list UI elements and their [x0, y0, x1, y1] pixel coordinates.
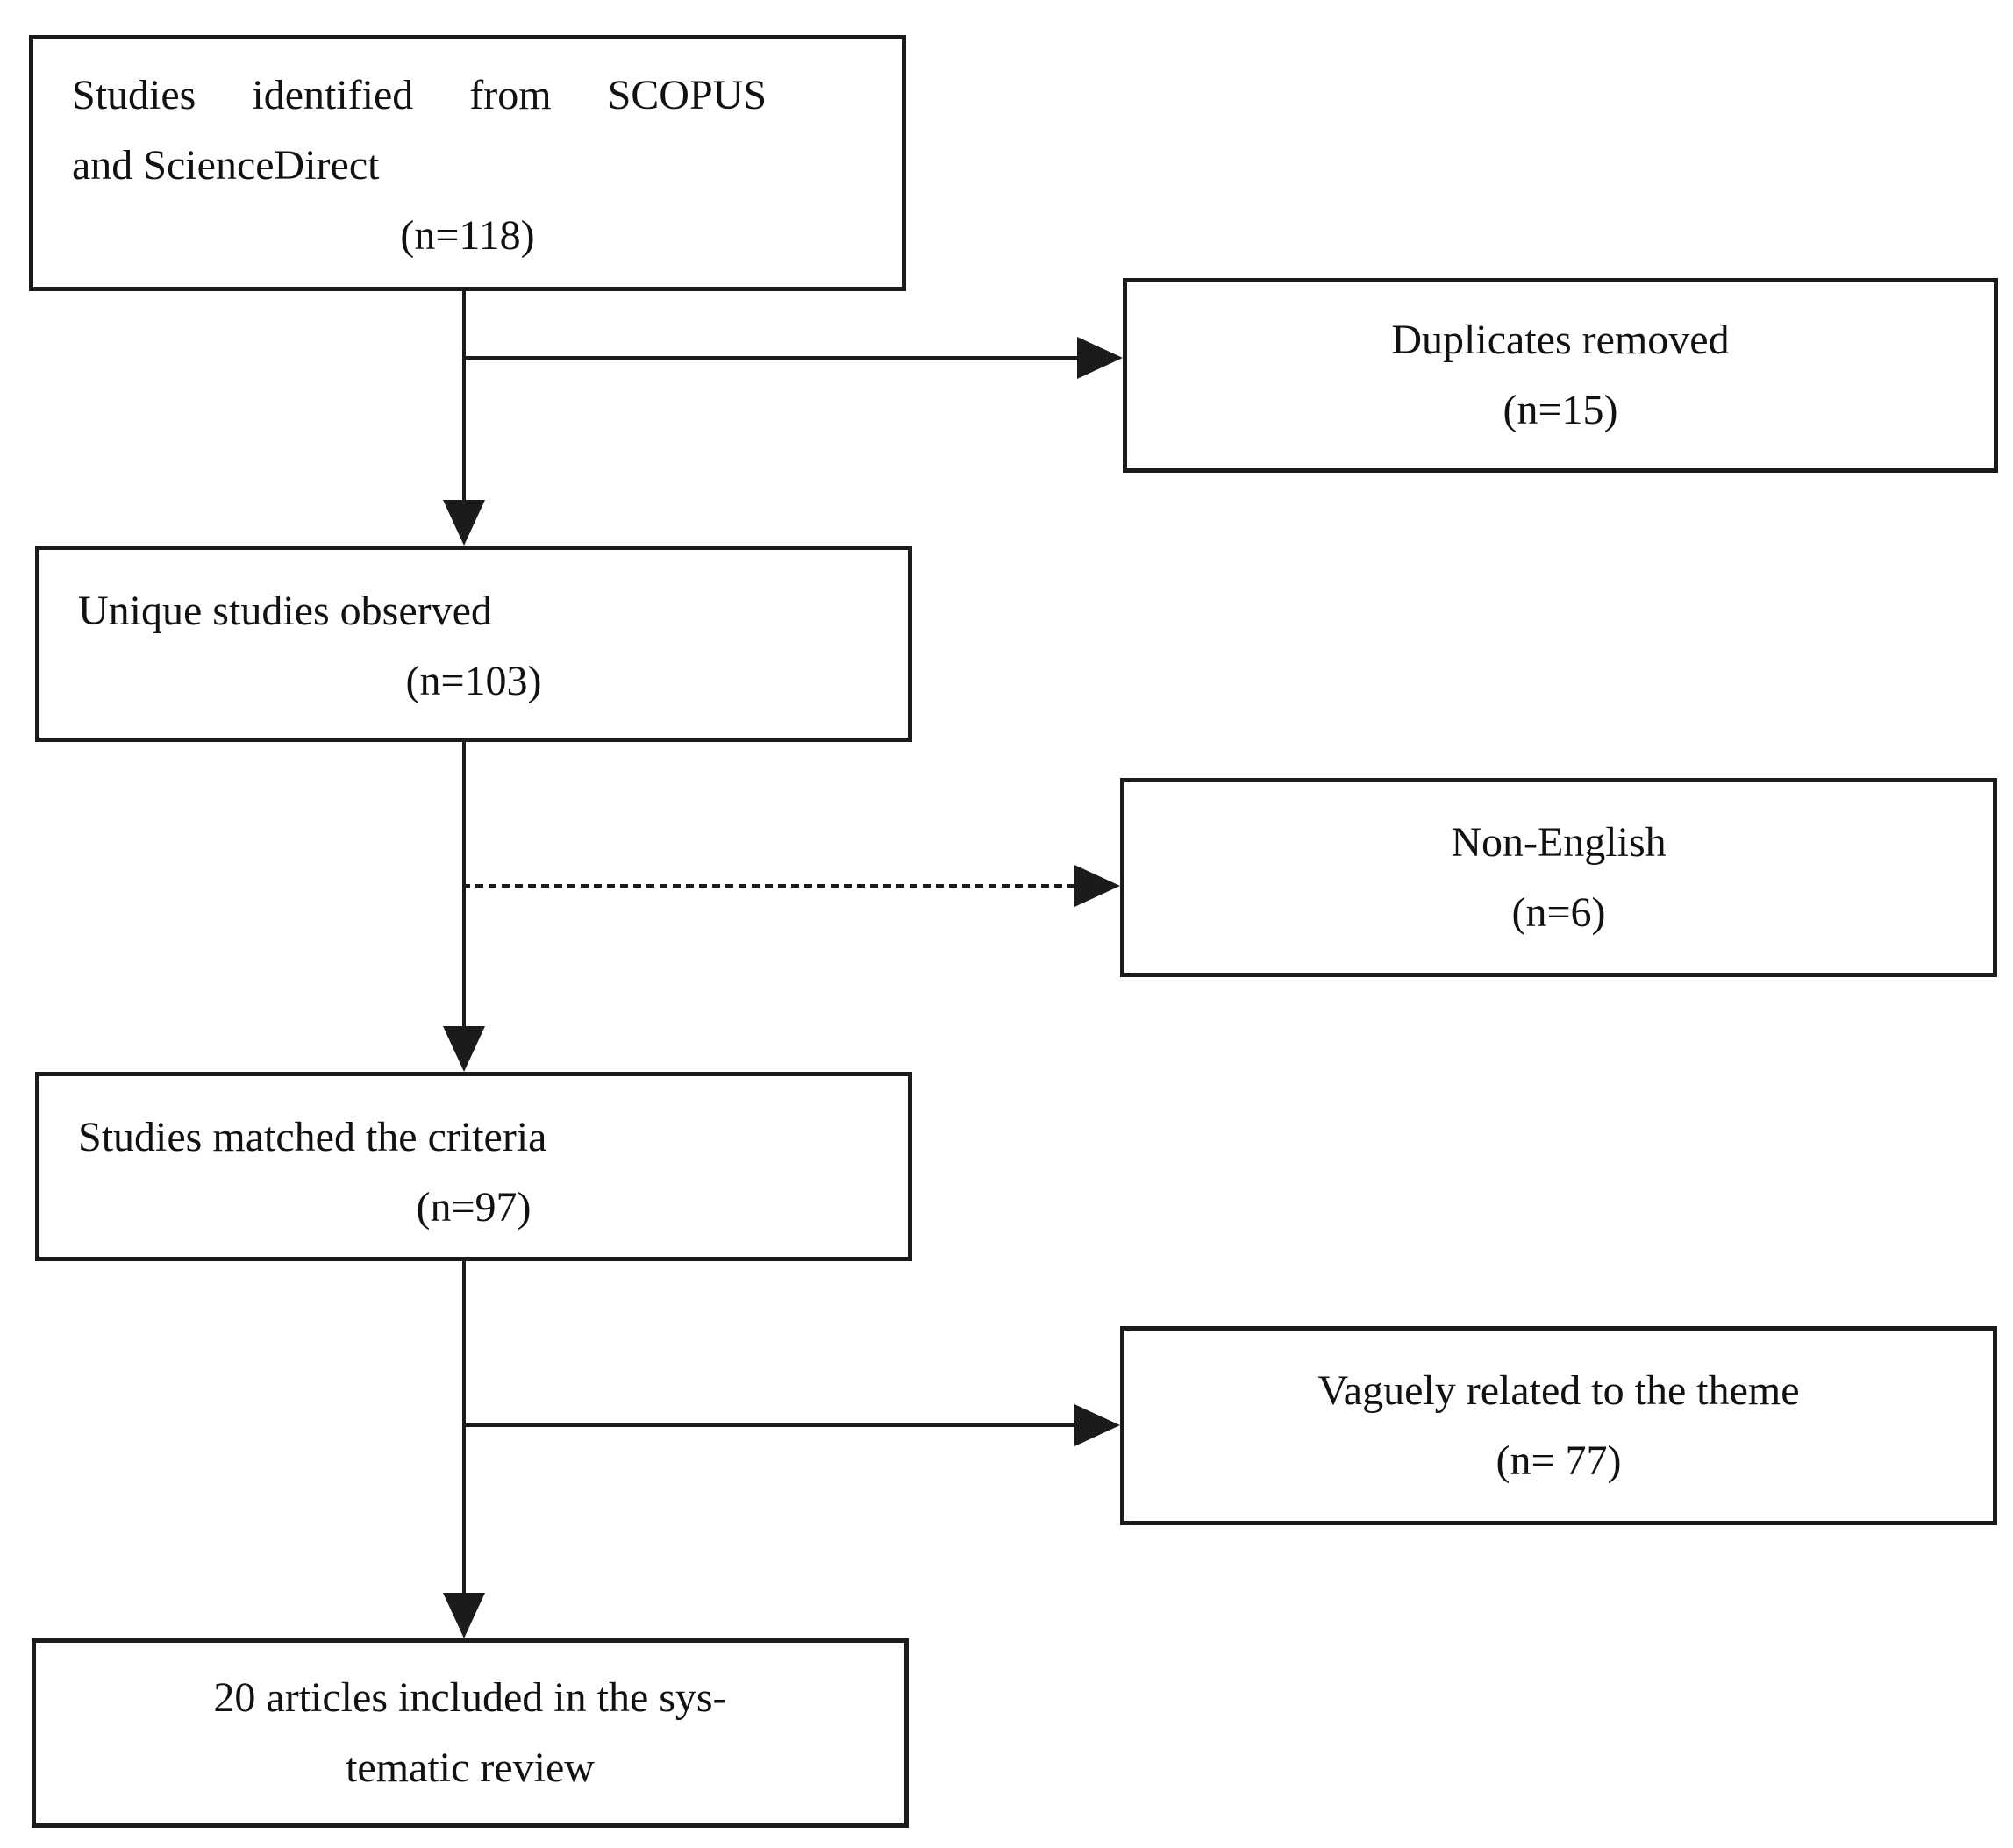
connector-matched-to-included	[462, 1261, 466, 1599]
node-unique-studies: Unique studies observed (n=103)	[35, 546, 912, 742]
connector-to-duplicates	[462, 356, 1085, 360]
node-identified-text-1: Studies identified from SCOPUS	[72, 72, 767, 118]
arrowhead-down-to-included-icon	[443, 1593, 485, 1638]
node-non-english: Non-English (n=6)	[1120, 778, 1997, 977]
node-non-english-count: (n=6)	[1511, 888, 1606, 936]
node-identified: Studies identified from SCOPUS and Scien…	[29, 35, 906, 291]
node-identified-text-2: and ScienceDirect	[72, 142, 380, 189]
arrowhead-right-to-non-english-icon	[1074, 865, 1120, 907]
node-matched-criteria-label: Studies matched the criteria	[78, 1114, 547, 1160]
node-non-english-label: Non-English	[1451, 818, 1667, 866]
arrowhead-down-to-unique-icon	[443, 500, 485, 546]
connector-to-vaguely-related	[462, 1423, 1082, 1427]
node-duplicates-removed-count: (n=15)	[1503, 387, 1618, 433]
node-unique-studies-count: (n=103)	[405, 658, 542, 704]
node-matched-criteria-count: (n=97)	[416, 1184, 532, 1231]
arrowhead-down-to-matched-icon	[443, 1026, 485, 1072]
node-vaguely-related: Vaguely related to the theme (n= 77)	[1120, 1326, 1997, 1525]
node-included-articles-text-2: tematic review	[346, 1745, 595, 1791]
node-vaguely-related-label: Vaguely related to the theme	[1317, 1366, 1800, 1414]
arrowhead-right-to-vaguely-related-icon	[1074, 1404, 1120, 1446]
connector-to-non-english-dashed	[462, 884, 1082, 888]
node-duplicates-removed: Duplicates removed (n=15)	[1123, 278, 1998, 473]
node-matched-criteria: Studies matched the criteria (n=97)	[35, 1072, 912, 1261]
node-included-articles: 20 articles included in the sys- tematic…	[32, 1638, 909, 1828]
node-included-articles-text-1: 20 articles included in the sys-	[213, 1674, 727, 1721]
node-unique-studies-label: Unique studies observed	[78, 588, 492, 634]
node-vaguely-related-count: (n= 77)	[1495, 1437, 1622, 1484]
arrowhead-right-to-duplicates-icon	[1077, 337, 1123, 379]
node-identified-count: (n=118)	[400, 212, 535, 259]
connector-identified-to-unique	[462, 291, 466, 509]
node-duplicates-removed-label: Duplicates removed	[1391, 317, 1730, 363]
